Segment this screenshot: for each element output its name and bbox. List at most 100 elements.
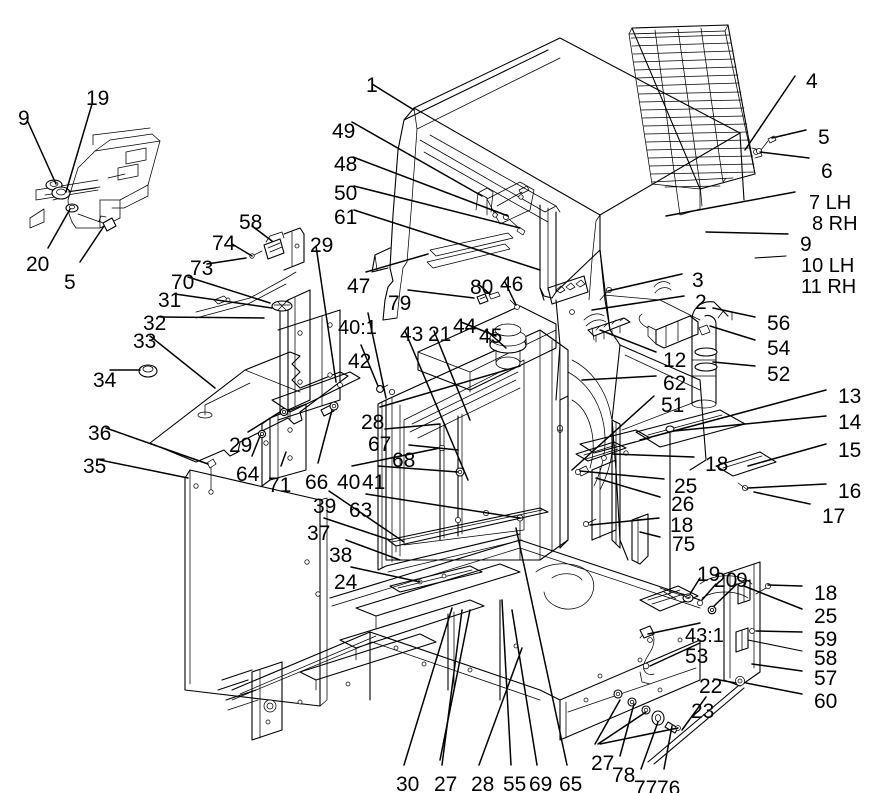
callout-45: 45: [479, 325, 503, 348]
callout-31: 31: [158, 289, 182, 312]
grille-screen: [628, 24, 763, 216]
callout-26: 26: [671, 493, 695, 516]
cab-roof-assembly: [371, 37, 745, 331]
callout-37: 37: [307, 522, 331, 545]
callout-32: 32: [143, 312, 167, 335]
callout-68: 68: [392, 449, 416, 472]
callout-15: 15: [838, 439, 862, 462]
callout-3: 3: [692, 269, 704, 292]
callout-71: 71: [268, 474, 292, 497]
callout-17: 17: [822, 505, 846, 528]
callout-42: 42: [348, 350, 372, 373]
callout-20: 20: [714, 569, 738, 592]
callout-30: 30: [396, 773, 420, 793]
callout-54: 54: [767, 337, 791, 360]
callout-28: 28: [471, 773, 495, 793]
callout-58: 58: [814, 647, 838, 670]
callout-46: 46: [500, 273, 524, 296]
callout-47: 47: [347, 275, 371, 298]
callout-49: 49: [332, 120, 356, 143]
callout-70: 70: [171, 271, 195, 294]
callout-1: 1: [366, 74, 378, 97]
callout-27: 27: [591, 752, 615, 775]
callout-56: 56: [767, 312, 791, 335]
callout-33: 33: [133, 330, 157, 353]
callout-7-lh: 7 LH: [809, 192, 852, 214]
callout-2: 2: [695, 291, 707, 314]
callout-27: 27: [434, 773, 458, 793]
callout-40: 40: [337, 471, 361, 494]
callout-9: 9: [18, 107, 30, 130]
callout-25: 25: [674, 475, 698, 498]
decal-plates: [547, 275, 672, 343]
callout-5: 5: [818, 126, 830, 149]
callout-58: 58: [239, 211, 263, 234]
callout-8-rh: 8 RH: [812, 213, 858, 235]
callout-13: 13: [838, 385, 862, 408]
callout-43-1: 43:1: [685, 625, 724, 647]
flat-cover-plate: [138, 351, 349, 463]
callout-77: 77: [634, 777, 658, 793]
callout-43: 43: [400, 323, 424, 346]
right-door-bracket: [647, 561, 771, 765]
callout-16: 16: [838, 480, 862, 503]
callout-18: 18: [814, 582, 838, 605]
callout-66: 66: [305, 471, 329, 494]
callout-29: 29: [229, 434, 253, 457]
callout-9: 9: [800, 233, 812, 256]
callout-78: 78: [612, 764, 636, 787]
callout-69: 69: [529, 773, 553, 793]
right-inner-panels: [559, 395, 649, 565]
callout-28: 28: [361, 411, 385, 434]
callout-79: 79: [388, 292, 412, 315]
callout-39: 39: [313, 495, 337, 518]
left-side-panel: [184, 458, 328, 707]
callout-44: 44: [453, 315, 477, 338]
callout-5: 5: [64, 271, 76, 294]
callout-14: 14: [838, 411, 862, 434]
callout-76: 76: [657, 777, 681, 793]
callout-9: 9: [736, 569, 748, 592]
callout-6: 6: [821, 160, 833, 183]
callout-55: 55: [503, 773, 527, 793]
callout-23: 23: [691, 700, 715, 723]
callout-29: 29: [310, 234, 334, 257]
callout-61: 61: [334, 206, 358, 229]
callout-36: 36: [88, 422, 112, 445]
cab-right-pillar: [539, 204, 557, 301]
roof-bracket-detail: [475, 181, 535, 236]
callout-65: 65: [559, 773, 583, 793]
callout-48: 48: [334, 153, 358, 176]
callout-57: 57: [814, 667, 838, 690]
callout-67: 67: [368, 433, 392, 456]
grille-hardware: [756, 135, 777, 154]
callout-53: 53: [685, 645, 709, 668]
callout-50: 50: [334, 182, 358, 205]
callout-20: 20: [26, 253, 50, 276]
misc-fasteners-top: [476, 291, 520, 310]
vertical-bars: [438, 413, 524, 561]
callout-19: 19: [697, 563, 721, 586]
callout-41: 41: [362, 471, 386, 494]
callout-34: 34: [93, 369, 117, 392]
callout-22: 22: [699, 675, 723, 698]
callout-73: 73: [190, 257, 214, 280]
callout-25: 25: [814, 605, 838, 628]
callout-74: 74: [212, 232, 236, 255]
bottom-right-hardware: [659, 587, 717, 615]
callout-10-lh: 10 LH: [801, 255, 855, 277]
callout-24: 24: [334, 571, 358, 594]
front-left-detail: [29, 127, 161, 232]
callout-59: 59: [814, 628, 838, 651]
callout-19: 19: [86, 87, 110, 110]
callout-12: 12: [663, 349, 687, 372]
callout-35: 35: [83, 455, 107, 478]
callout-52: 52: [767, 363, 791, 386]
callout-4: 4: [806, 70, 818, 93]
callout-64: 64: [236, 463, 260, 486]
wiring-clip-detail: [639, 625, 655, 685]
latch-rod-assembly: [195, 227, 305, 319]
callout-18: 18: [670, 514, 694, 537]
